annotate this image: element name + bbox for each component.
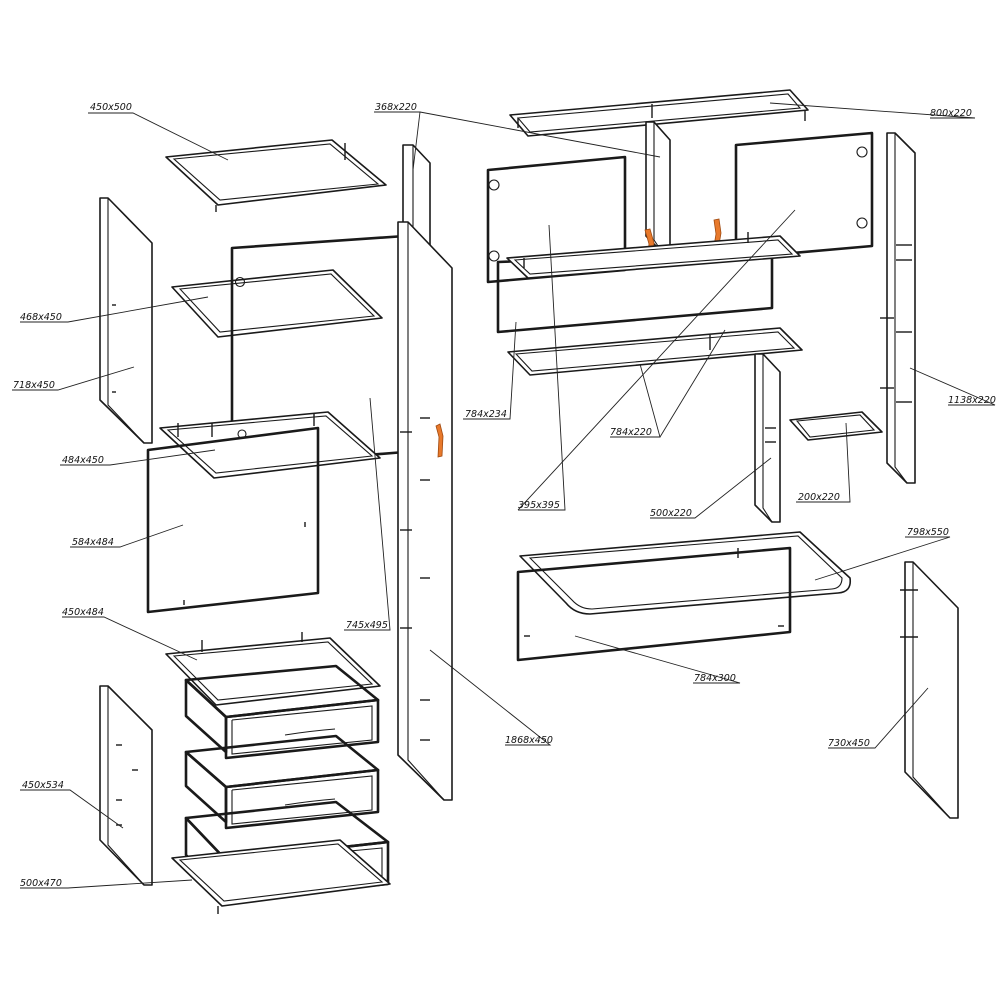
label-484x450: 484х450: [62, 455, 104, 466]
panel-drawer-top-450x484: [165, 632, 381, 706]
panel-leg-730x450: [900, 561, 959, 819]
panel-vertical-500x220: [754, 353, 781, 523]
panel-top-450x500: [165, 139, 387, 212]
panel-shelf-784x220-upper: [506, 232, 801, 279]
label-1868x450: 1868х450: [505, 735, 553, 746]
panel-desktop-798x550: [519, 531, 852, 615]
panel-top-800x220: [509, 89, 809, 137]
panel-bottom-500x470: [171, 839, 391, 914]
label-450x500: 450х500: [90, 102, 132, 113]
panel-back-784x300: [516, 546, 792, 662]
dimension-labels: 450х500 468х450 718х450 484х450 584х484 …: [13, 102, 996, 889]
label-584x484: 584х484: [72, 537, 114, 548]
label-800x220: 800х220: [930, 108, 972, 119]
panel-side-718x450: [99, 197, 153, 444]
panel-side-450x534: [99, 685, 153, 886]
label-395x395: 395х395: [518, 500, 560, 511]
label-798x550: 798х550: [907, 527, 949, 538]
label-730x450: 730х450: [828, 738, 870, 749]
label-468x450: 468х450: [20, 312, 62, 323]
label-368x220: 368х220: [375, 102, 417, 113]
label-1138x220: 1138х220: [948, 395, 996, 406]
label-450x534: 450х534: [22, 780, 64, 791]
panel-shelf-200x220: [789, 411, 883, 441]
label-784x220: 784х220: [610, 427, 652, 438]
panel-door-395x395-right: [734, 131, 874, 260]
label-718x450: 718х450: [13, 380, 55, 391]
leader-lines: [12, 102, 996, 889]
panel-back-584x484: [146, 426, 320, 614]
drawer-1: [184, 664, 380, 760]
label-784x300: 784х300: [694, 673, 736, 684]
label-500x470: 500х470: [20, 878, 62, 889]
label-500x220: 500х220: [650, 508, 692, 519]
label-784x234: 784х234: [465, 409, 507, 420]
panel-shelf-784x220-lower: [507, 327, 803, 376]
label-450x484: 450х484: [62, 607, 104, 618]
door-handle: [435, 423, 444, 458]
panel-tall-1868x450: [397, 221, 453, 801]
label-200x220: 200х220: [798, 492, 840, 503]
panel-side-1138x220: [880, 132, 916, 484]
label-745x495: 745х495: [346, 620, 388, 631]
panel-shelf-484x450: [159, 411, 381, 479]
panel-shelf-468x450: [171, 269, 383, 338]
